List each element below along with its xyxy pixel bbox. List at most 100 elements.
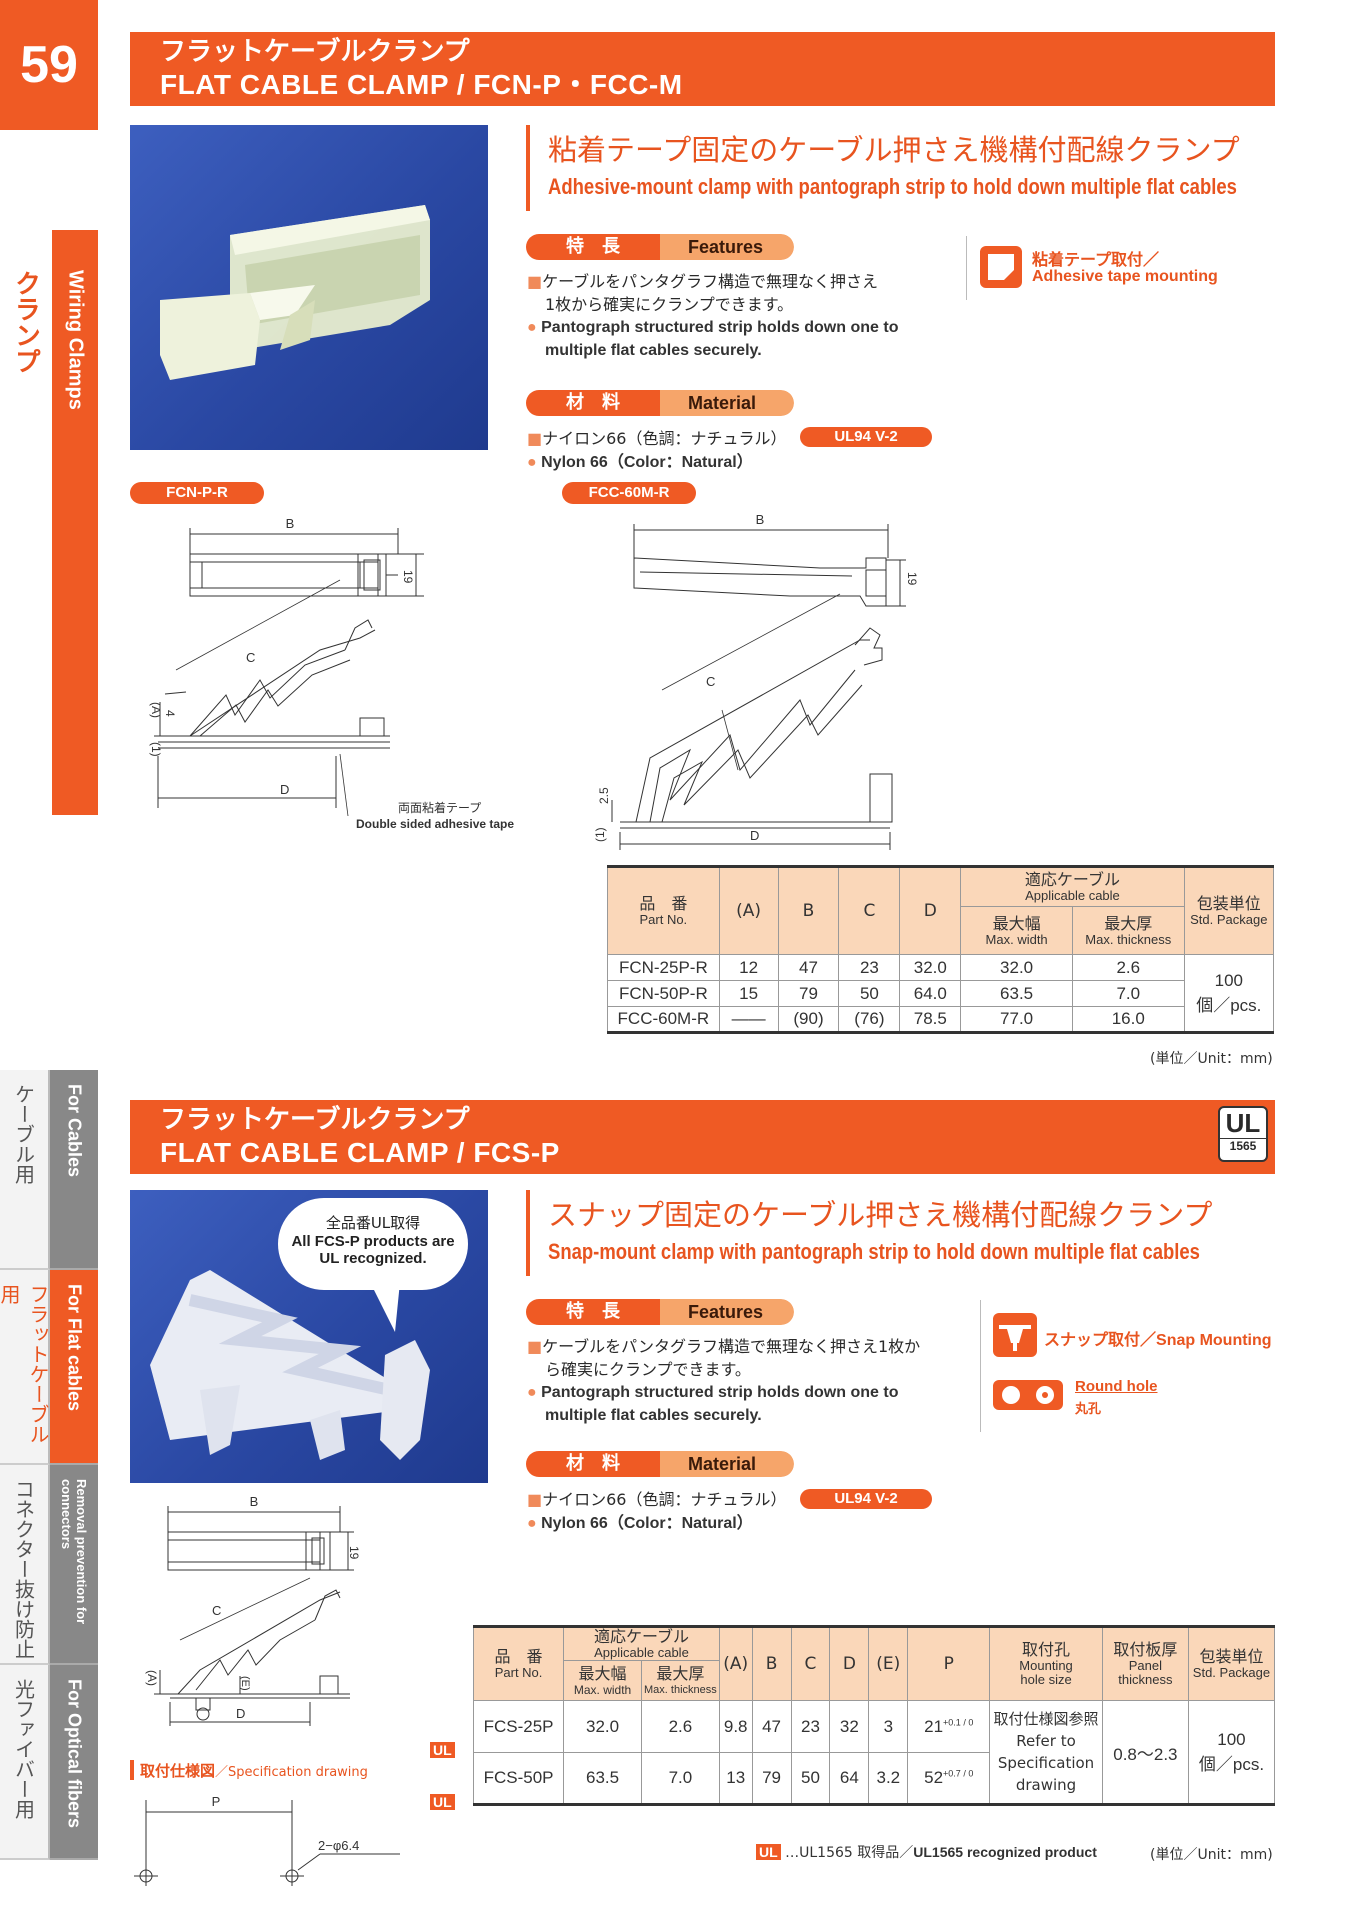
adhesive-mount-en: Adhesive tape mounting: [1032, 268, 1218, 285]
drawing-fcn-p-r: B 19 C D (A) 4 (1) 両面粘着テープ Double sided …: [149, 516, 514, 831]
section2-divider: [980, 1300, 981, 1432]
dim-4: 4: [163, 710, 177, 717]
material-label-jp: 材 料: [526, 1451, 660, 1477]
drawing-spec: P 2−φ6.4: [134, 1794, 400, 1886]
feature-jp-line: 1枚から確実にクランプできます。: [545, 295, 794, 314]
dim-19: 19: [347, 1546, 361, 1560]
section2-features-pill: 特 長 Features: [526, 1299, 794, 1325]
snap-mount-jp: スナップ取付／: [1044, 1330, 1157, 1349]
sidebar-tab-flat-jp[interactable]: フラットケーブル用: [0, 1270, 50, 1465]
sidebar-wiring-jp-label: クランプ: [10, 270, 41, 374]
dim-19: 19: [905, 572, 919, 586]
section1-material-jp: ■ナイロン66（色調：ナチュラル）: [527, 429, 787, 448]
dim-1: (1): [149, 742, 163, 757]
product-photo-fcs-art: [150, 1270, 430, 1460]
section2-material-en: ● Nylon 66（Color：Natural）: [527, 1515, 753, 1532]
th-b: B: [777, 865, 840, 955]
sidebar-tab-optical-jp[interactable]: 光ファイバー用: [0, 1665, 50, 1860]
section1-title-jp: フラットケーブルクランプ: [160, 37, 470, 67]
bubble-jp: 全品番UL取得: [325, 1214, 421, 1232]
section2-feature-en: ● Pantograph structured strip holds down…: [527, 1381, 898, 1427]
sidebar-tab-optical-en[interactable]: For Optical fibers: [50, 1665, 98, 1860]
dim-b: B: [286, 516, 295, 531]
th-e: (E): [868, 1625, 909, 1701]
dim-c: C: [246, 650, 255, 665]
spec-drawing-bar: [130, 1760, 134, 1780]
th-p: P: [907, 1625, 991, 1701]
sidebar-tab-cables-jp[interactable]: ケーブル用: [0, 1070, 50, 1270]
section2-material-jp: ■ナイロン66（色調：ナチュラル）: [527, 1490, 787, 1509]
bubble-en-2: UL recognized.: [319, 1250, 427, 1267]
sidebar-tab-label: フラットケーブル用: [0, 1284, 50, 1444]
material-en-text: Nylon 66（Color：Natural）: [541, 454, 753, 471]
features-label-jp: 特 長: [526, 1299, 660, 1325]
material-label-en: Material: [660, 390, 794, 416]
feature-jp-line: ら確実にクランプできます。: [545, 1360, 751, 1379]
dim-b: B: [250, 1494, 259, 1509]
dim-e: (E): [239, 1676, 251, 1691]
sidebar-tab-cables-en[interactable]: For Cables: [50, 1070, 98, 1270]
section2-subtitle-en: Snap-mount clamp with pantograph strip t…: [548, 1239, 1200, 1264]
section1-unit-note: (単位／Unit：mm): [1150, 1051, 1273, 1067]
section1-divider: [966, 236, 967, 300]
dim-d: D: [750, 828, 759, 843]
ul-badge-text: UL: [1225, 1108, 1261, 1138]
dim-p: P: [212, 1794, 221, 1809]
p-cell: 52+0.7 / 0: [907, 1752, 991, 1806]
round-hole-icon: [993, 1380, 1063, 1410]
features-label-en: Features: [660, 234, 794, 260]
th-a: (A): [718, 1625, 753, 1701]
features-label-jp: 特 長: [526, 234, 660, 260]
adhesive-tape-icon: [980, 246, 1022, 288]
sidebar-wiring-en: Wiring Clamps: [52, 230, 98, 815]
sidebar-tab-label: 光ファイバー用: [11, 1679, 36, 1819]
product-photo-fcn-art: [160, 205, 430, 380]
section1-feature-en: ● Pantograph structured strip holds down…: [527, 316, 898, 362]
sidebar-tab-label: For Flat cables: [64, 1284, 85, 1412]
section2-unit-note: (単位／Unit：mm): [1150, 1847, 1273, 1863]
dim-2-5: 2.5: [597, 787, 611, 804]
th-b: B: [751, 1625, 792, 1701]
sidebar-tab-flat-en[interactable]: For Flat cables: [50, 1270, 98, 1465]
label-fcc-60m-r: FCC-60M-R: [562, 482, 696, 504]
drawing-fcc-60m-r: B 19 C D 2.5 (1): [593, 512, 919, 850]
round-hole-en: Round hole: [1075, 1378, 1158, 1395]
round-hole-jp: 丸孔: [1075, 1402, 1102, 1417]
ul-badge: UL 1565: [1218, 1106, 1268, 1162]
ul-footnote: UL …UL1565 取得品／UL1565 recognized product: [756, 1842, 1097, 1862]
sidebar-tab-connector-en[interactable]: Removal prevention for connectors: [50, 1465, 98, 1665]
spec-drawing-en: ／Specification drawing: [215, 1765, 368, 1780]
page-number: 59: [0, 0, 98, 130]
th-c: C: [790, 1625, 831, 1701]
p-cell: 21+0.1 / 0: [907, 1700, 991, 1753]
bubble-en-1: All FCS-P products are: [291, 1233, 455, 1250]
spec-drawing-jp: 取付仕様図: [140, 1762, 216, 1780]
row-ul-mark: UL: [430, 1742, 455, 1758]
section2-material-pill: 材 料 Material: [526, 1451, 794, 1477]
row-ul-mark: UL: [430, 1794, 455, 1810]
sidebar-tab-label: ケーブル用: [11, 1084, 36, 1184]
section1-material-pill: 材 料 Material: [526, 390, 794, 416]
dim-d: D: [236, 1706, 245, 1721]
section1-feature-jp: ■ケーブルをパンタグラフ構造で無理なく押さえ 1枚から確実にクランプできます。: [527, 272, 878, 314]
material-en-text: Nylon 66（Color：Natural）: [541, 1515, 753, 1532]
ul-footnote-jp: …UL1565 取得品／: [785, 1845, 914, 1861]
section2-ul-grade: UL94 V-2: [800, 1489, 932, 1509]
sidebar-tab-connector-jp[interactable]: コネクター抜け防止: [0, 1465, 50, 1665]
section1-features-pill: 特 長 Features: [526, 234, 794, 260]
